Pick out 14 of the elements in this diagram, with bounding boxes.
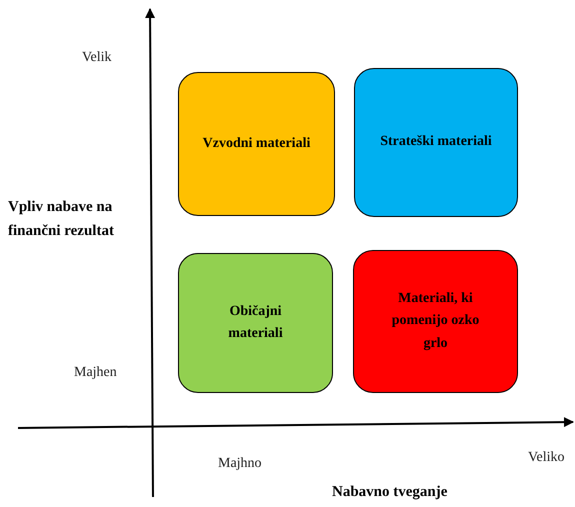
quadrant-box <box>178 72 335 216</box>
axis-title: Vpliv nabave na finančni rezultat <box>8 198 115 241</box>
axis-tick-label: Majhno <box>218 456 262 472</box>
quadrant-label: Vzvodni materiali <box>202 134 310 153</box>
quadrant-label: Materiali, ki pomenijo ozko grlo <box>390 290 480 353</box>
axis-title: Nabavno tveganje <box>332 484 448 501</box>
quadrant-box <box>354 68 518 217</box>
quadrant-label: Običajni materiali <box>227 302 284 343</box>
quadrant-box <box>178 253 333 393</box>
quadrant-box <box>353 250 518 393</box>
axis-tick-label: Majhen <box>74 365 117 381</box>
axis-tick-label: Velik <box>82 50 112 66</box>
quadrant-label: Strateški materiali <box>380 133 492 152</box>
axis-tick-label: Veliko <box>528 450 565 466</box>
